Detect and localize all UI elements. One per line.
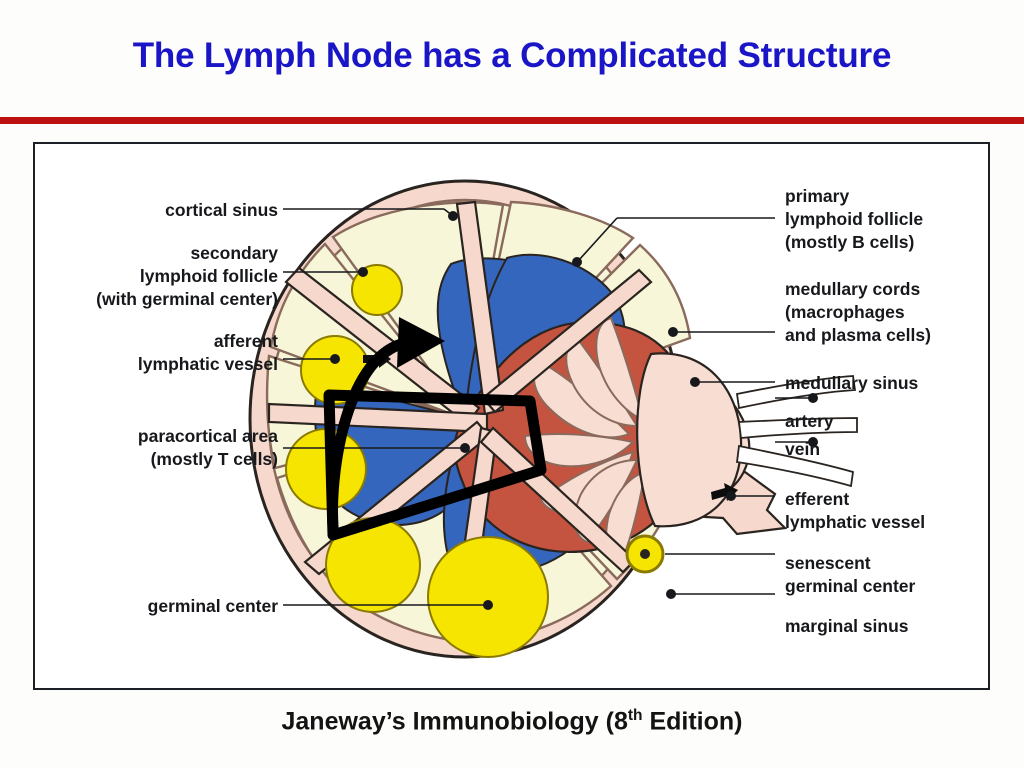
label-primary-follicle-line1: primary — [785, 186, 849, 206]
label-primary-follicle-line2: lymphoid follicle — [785, 209, 923, 229]
germinal-centers — [285, 264, 665, 658]
label-senescent-gc-line2: germinal center — [785, 576, 916, 596]
label-afferent-vessel-line1: afferent — [214, 331, 278, 351]
label-medullary-cords-line3: and plasma cells) — [785, 325, 931, 345]
label-germinal-center: germinal center — [148, 596, 279, 616]
label-senescent-gc-line1: senescent — [785, 553, 871, 573]
label-secondary-follicle-line3: (with germinal center) — [96, 289, 278, 309]
label-medullary-cords-line1: medullary cords — [785, 279, 920, 299]
hand-drawn-arrow-head — [397, 317, 445, 368]
label-medullary-cords-line2: (macrophages — [785, 302, 905, 322]
label-paracortical-area-line1: paracortical area — [138, 426, 278, 446]
label-primary-follicle-line3: (mostly B cells) — [785, 232, 914, 252]
caption-end: Edition) — [642, 707, 743, 736]
germinal-center-bottom-large — [427, 536, 549, 658]
lymph-node-diagram: cortical sinus secondary lymphoid follic… — [96, 179, 931, 659]
label-secondary-follicle-line2: lymphoid follicle — [140, 266, 278, 286]
label-efferent-vessel-line1: efferent — [785, 489, 849, 509]
title-divider-rule — [0, 117, 1024, 124]
senescent-germinal-center-core — [640, 549, 650, 559]
label-leaders — [283, 208, 818, 610]
medullary-sinus-hilum — [636, 352, 743, 528]
label-marginal-sinus: marginal sinus — [785, 616, 909, 636]
artery-vein-vessels — [735, 375, 858, 488]
label-medullary-sinus: medullary sinus — [785, 373, 919, 393]
caption-main: Janeway’s Immunobiology (8 — [281, 707, 628, 736]
caption-superscript: th — [627, 707, 643, 724]
hand-drawn-annotation — [323, 317, 547, 541]
label-efferent-vessel-line2: lymphatic vessel — [785, 512, 925, 532]
source-caption: Janeway’s Immunobiology (8th Edition) — [0, 707, 1024, 736]
label-paracortical-area-line2: (mostly T cells) — [151, 449, 278, 469]
germinal-center-small-upper — [351, 264, 403, 316]
label-secondary-follicle-line1: secondary — [190, 243, 278, 263]
label-vein: vein — [785, 439, 820, 459]
hand-drawn-highlight-box — [323, 389, 547, 541]
label-afferent-vessel-line2: lymphatic vessel — [138, 354, 278, 374]
left-labels: cortical sinus secondary lymphoid follic… — [96, 200, 278, 616]
right-labels: primary lymphoid follicle (mostly B cell… — [785, 186, 931, 636]
page-title: The Lymph Node has a Complicated Structu… — [132, 36, 892, 75]
label-artery: artery — [785, 411, 834, 431]
label-cortical-sinus: cortical sinus — [165, 200, 278, 220]
